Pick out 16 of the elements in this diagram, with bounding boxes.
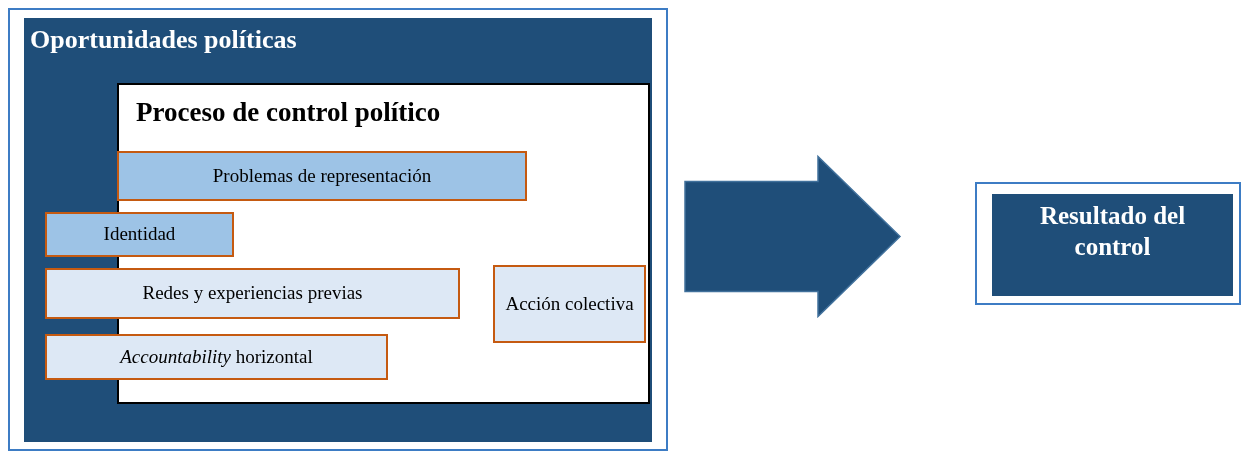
factor-box	[493, 265, 646, 343]
factor-box	[117, 151, 527, 201]
factor-box	[45, 212, 234, 257]
factor-label: Identidad	[103, 222, 176, 247]
factor-box	[45, 268, 460, 319]
result-box	[975, 182, 1241, 305]
process-title: Proceso de control político	[136, 97, 441, 128]
factor-box	[45, 334, 388, 380]
panel-title: Oportunidades políticas	[29, 24, 297, 56]
factor-label: Redes y experiencias previas	[142, 281, 363, 306]
factor-label: Accountability horizontal	[120, 344, 313, 369]
result-text: Resultado del control	[1038, 201, 1187, 263]
factor-label: Acción colectiva	[505, 291, 634, 316]
factor-label: Problemas de representación	[212, 163, 432, 188]
panel	[8, 8, 668, 451]
block-arrow	[684, 154, 902, 319]
